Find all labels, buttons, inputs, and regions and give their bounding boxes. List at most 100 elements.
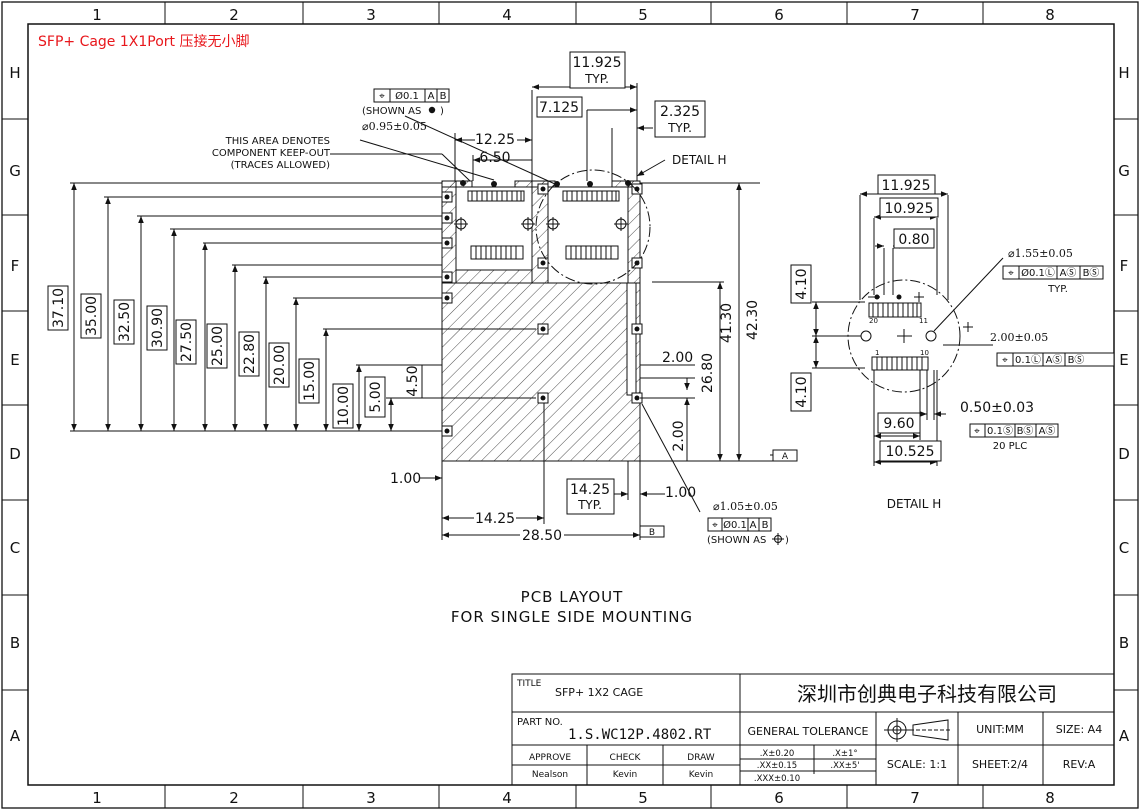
general-tolerance-label: GENERAL TOLERANCE [747,725,868,738]
svg-text:0.1Ⓛ: 0.1Ⓛ [1015,354,1041,366]
left-dimensions [70,182,536,432]
fcf-bottom: ⌖ Ø0.1 A B (SHOWN AS ) [707,517,789,546]
grid-col-label: 5 [638,6,648,24]
grid-labels: 1 2 3 4 5 6 7 8 1 2 3 4 5 6 7 8 H G F E … [9,6,1130,807]
grid-row-label: D [1118,445,1130,463]
dim-30-90: 30.90 [150,308,166,348]
position-icon: ⌖ [712,520,718,531]
position-icon: ⌖ [1008,268,1014,279]
size-label: SIZE: A4 [1056,723,1102,736]
detail-h-labels: 11.925 10.925 0.80 4.10 4.10 ⌀1.55±0.05 … [790,174,1073,511]
grid-col-label: 1 [92,789,102,807]
tol-xxx: .XXX±0.10 [754,774,800,784]
typ-label: TYP. [1047,284,1068,295]
dim-2-325: 2.325 [660,104,700,120]
dim-12-25: 12.25 [475,132,515,148]
dim-14-25-typ: 14.25 [570,482,610,498]
pin-11-label: 11 [919,317,928,325]
dim-11-925: 11.925 [573,55,622,71]
crosshair-icon [772,533,784,545]
typ-label: TYP. [577,498,602,512]
dim-15-00: 15.00 [302,361,318,401]
pcb-outline [441,180,641,462]
pin-20-label: 20 [869,317,878,325]
svg-text:AⓈ: AⓈ [1060,267,1077,279]
grid-row-label: G [9,162,21,180]
fcf-datum: B [440,91,447,102]
pin-1-label: 1 [875,349,879,357]
unit-label: UNIT:MM [976,723,1024,736]
fcf-top: ⌖ Ø0.1 A B (SHOWN AS ) [362,88,450,117]
dim-20-00: 20.00 [272,345,288,385]
approve-name: Nealson [532,770,568,780]
grid-col-label: 5 [638,789,648,807]
grid-row-label: H [1118,64,1129,82]
detail-h-pins: 20 11 1 10 [868,292,929,357]
draw-name: Kevin [689,770,714,780]
header-note: SFP+ Cage 1X1Port 压接无小脚 [38,33,249,50]
grid-row-label: D [9,445,21,463]
svg-text:BⓈ: BⓈ [1083,267,1100,279]
typ-label: TYP. [584,72,609,86]
company-name: 深圳市创典电子科技有限公司 [797,682,1057,706]
keepout-note-line2: COMPONENT KEEP-OUT [212,148,331,159]
svg-text:Ø0.1Ⓛ: Ø0.1Ⓛ [1021,267,1055,279]
grid-col-label: 8 [1045,789,1055,807]
keepout-note-line3: (TRACES ALLOWED) [231,160,330,171]
grid-row-label: C [10,539,20,557]
grid-col-label: 4 [502,6,512,24]
right-dimension-labels: 42.30 41.30 26.80 2.00 2.00 1.00 1.00 14… [390,300,778,544]
fcf-datum: A [750,520,757,531]
svg-text:FOR SINGLE SIDE MOUNTING: FOR SINGLE SIDE MOUNTING [451,608,693,626]
dim-41-30: 41.30 [719,303,735,343]
hole-095-note: ⌀0.95±0.05 [362,120,427,133]
dim-5-00: 5.00 [368,381,384,412]
grid-row-label: E [1119,351,1128,369]
dim-1-00-left: 1.00 [390,471,421,487]
svg-text:AⓈ: AⓈ [1046,354,1063,366]
projection-symbol-icon [884,718,952,742]
part-number: 1.S.WC12P.4802.RT [568,727,712,743]
dim-1-00-right: 1.00 [665,485,696,501]
detail-dim-11-925: 11.925 [882,178,931,194]
svg-text:PCB LAYOUT: PCB LAYOUT [521,588,624,606]
svg-text:B: B [649,528,655,538]
hole-105-note: ⌀1.05±0.05 [713,500,778,513]
detail-h-callout: DETAIL H [672,153,727,167]
grid-row-label: C [1119,539,1129,557]
left-dimension-labels: 37.10 35.00 32.50 30.90 27.50 25.00 22.8… [47,285,421,429]
svg-text:A: A [782,452,789,462]
grid-col-label: 1 [92,6,102,24]
dim-14-25: 14.25 [475,511,515,527]
grid-row-label: F [1120,257,1129,275]
svg-text:BⓈ: BⓈ [1017,425,1034,437]
svg-text:): ) [440,106,444,117]
approve-label: APPROVE [529,753,571,763]
dim-26-80: 26.80 [700,353,716,393]
grid-row-label: E [10,351,19,369]
pitch-0-50: 0.50±0.03 [960,400,1034,416]
fcf-datum: B [762,520,769,531]
grid-row-label: A [10,727,21,745]
fcf-tol: Ø0.1 [395,90,419,102]
dim-32-50: 32.50 [117,302,133,342]
dim-6-50: 6.50 [479,150,510,166]
fcf-detail-1: ⌖ Ø0.1Ⓛ AⓈ BⓈ TYP. [1002,265,1104,295]
svg-text:AⓈ: AⓈ [1039,425,1056,437]
check-label: CHECK [610,753,642,763]
tol-xx-angle: .XX±5' [830,761,859,771]
grid-row-label: B [10,634,20,652]
grid-col-label: 4 [502,789,512,807]
detail-dim-10-525: 10.525 [886,444,935,460]
filled-dot-icon [428,106,436,114]
keepout-note-line1: THIS AREA DENOTES [225,136,330,147]
detail-dim-4-10-top: 4.10 [794,268,810,299]
sheet-label: SHEET:2/4 [972,758,1028,771]
datum-b: B [639,525,665,538]
pad-row-bottom-left [470,245,524,260]
dim-2-00-vert: 2.00 [671,420,687,451]
scale-label: SCALE: 1:1 [887,758,947,771]
pad-row-top-right [562,190,620,202]
